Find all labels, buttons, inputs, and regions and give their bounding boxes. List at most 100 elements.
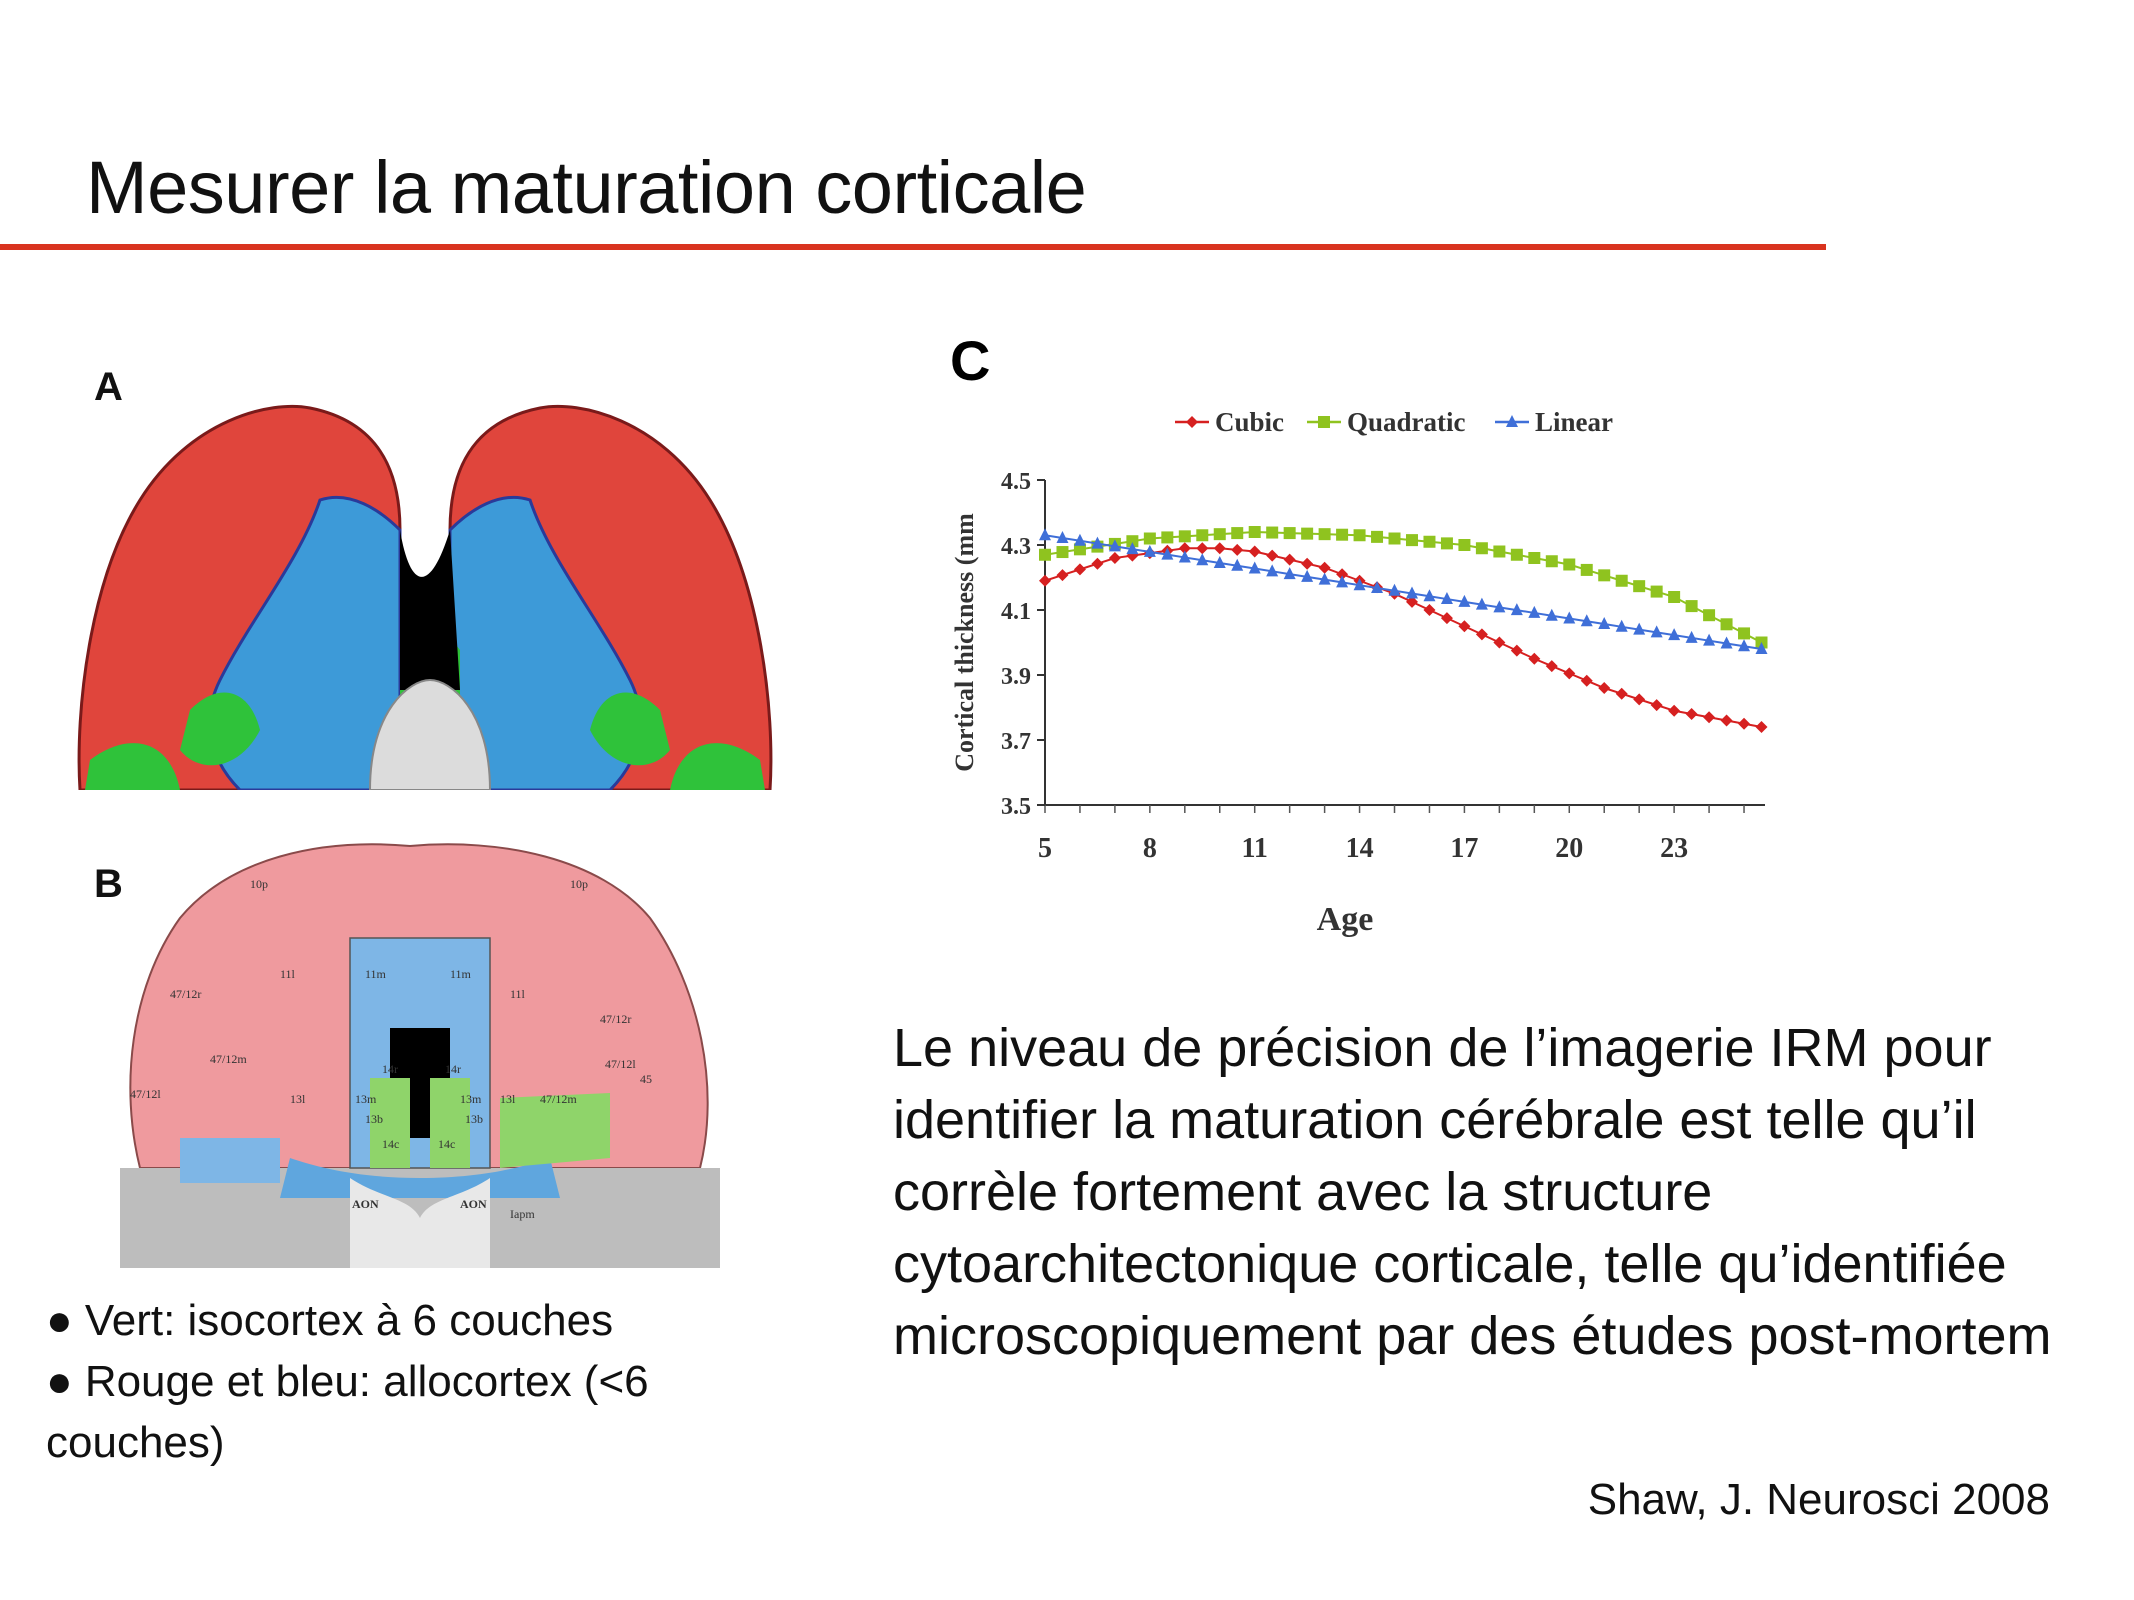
panel-a-label: A (94, 365, 123, 409)
data-point (1633, 580, 1646, 593)
x-tick-label: 8 (1143, 833, 1157, 864)
x-tick-label: 11 (1241, 833, 1267, 864)
data-point (1580, 674, 1593, 687)
data-point (1650, 699, 1663, 712)
data-point (1056, 531, 1069, 544)
data-point (1301, 569, 1314, 582)
brain-cytoarchitecture-map-image: 10p 10p 11l 11m 11m 11l 47/12r 47/12r 47… (120, 843, 720, 1268)
svg-text:11m: 11m (365, 967, 387, 981)
data-point (1091, 536, 1104, 549)
data-point (1126, 535, 1139, 548)
svg-text:14c: 14c (438, 1137, 455, 1151)
data-point (1266, 526, 1279, 539)
data-point (1545, 608, 1558, 621)
data-point (1650, 585, 1663, 598)
panel-c-label: C (950, 329, 990, 392)
data-point (1336, 575, 1349, 588)
data-point (1545, 660, 1558, 673)
data-point (1336, 528, 1349, 541)
data-point (1353, 578, 1366, 591)
data-point (1405, 595, 1418, 608)
slide-title: Mesurer la maturation corticale (86, 146, 1087, 229)
svg-text:47/12m: 47/12m (540, 1092, 577, 1106)
data-point (1493, 600, 1506, 613)
bullet-item: ● Rouge et bleu: allocortex (<6 couches) (46, 1357, 649, 1467)
data-point (1388, 532, 1401, 545)
y-tick-label: 4.5 (1001, 469, 1031, 495)
data-point (1073, 563, 1086, 576)
panel-b-label: B (94, 862, 123, 906)
data-point (1283, 527, 1296, 540)
data-point (1161, 531, 1174, 544)
data-point (1458, 594, 1471, 607)
data-point (1266, 564, 1279, 577)
data-point (1178, 530, 1191, 543)
data-point (1056, 546, 1069, 559)
data-point (1458, 539, 1471, 551)
svg-text:13m: 13m (460, 1092, 482, 1106)
data-point (1598, 569, 1611, 582)
data-point (1301, 527, 1314, 540)
data-point (1528, 605, 1541, 618)
data-point (1143, 544, 1156, 557)
data-point (1598, 617, 1611, 630)
data-point (1563, 667, 1576, 680)
data-point (1336, 568, 1349, 581)
data-point (1073, 533, 1086, 546)
data-point (1563, 611, 1576, 624)
data-point (1143, 532, 1156, 545)
data-point (1039, 548, 1051, 561)
svg-text:AON: AON (352, 1197, 379, 1211)
svg-text:14r: 14r (382, 1062, 398, 1076)
data-point (1650, 625, 1663, 638)
data-point (1405, 534, 1418, 547)
svg-text:13l: 13l (290, 1092, 306, 1106)
y-tick-label: 3.9 (1001, 664, 1031, 690)
data-point (1231, 543, 1244, 556)
data-point (1353, 529, 1366, 542)
data-point (1755, 642, 1768, 654)
title-underline (0, 244, 1826, 250)
data-point (1213, 528, 1226, 541)
data-point (1528, 652, 1541, 665)
y-axis-label: Cortical thickness (mm (950, 513, 979, 772)
legend-label: Cubic (1215, 407, 1284, 437)
data-point (1283, 553, 1296, 566)
svg-text:14c: 14c (382, 1137, 399, 1151)
x-tick-label: 5 (1038, 833, 1052, 864)
svg-text:13b: 13b (365, 1112, 383, 1126)
svg-text:11l: 11l (280, 967, 296, 981)
data-point (1668, 591, 1681, 603)
data-point (1388, 583, 1401, 596)
bullet-text: Rouge et bleu: allocortex (<6 couches) (46, 1357, 649, 1467)
data-point (1423, 535, 1436, 548)
data-point (1178, 542, 1191, 555)
data-point (1458, 620, 1471, 633)
x-tick-label: 23 (1660, 833, 1688, 864)
data-point (1738, 639, 1751, 652)
data-point (1615, 574, 1628, 587)
svg-text:11m: 11m (450, 967, 472, 981)
data-point (1371, 530, 1384, 543)
data-point (1318, 572, 1331, 585)
data-point (1213, 555, 1226, 568)
data-point (1248, 561, 1261, 574)
svg-text:47/12l: 47/12l (605, 1057, 636, 1071)
data-point (1475, 597, 1488, 610)
data-point (1738, 717, 1751, 730)
svg-text:47/12l: 47/12l (130, 1087, 161, 1101)
svg-text:Iapm: Iapm (510, 1207, 535, 1221)
data-point (1248, 526, 1261, 538)
citation: Shaw, J. Neurosci 2008 (1587, 1475, 2050, 1524)
data-point (1510, 644, 1523, 657)
data-point (1493, 545, 1506, 558)
brain-ventral-map-image (77, 404, 773, 790)
data-point (1528, 552, 1541, 564)
data-point (1108, 539, 1121, 552)
series-quadratic (1039, 526, 1768, 649)
series-cubic (1039, 542, 1768, 733)
data-point (1720, 618, 1733, 631)
data-point (1126, 542, 1139, 555)
data-point (1161, 547, 1174, 560)
